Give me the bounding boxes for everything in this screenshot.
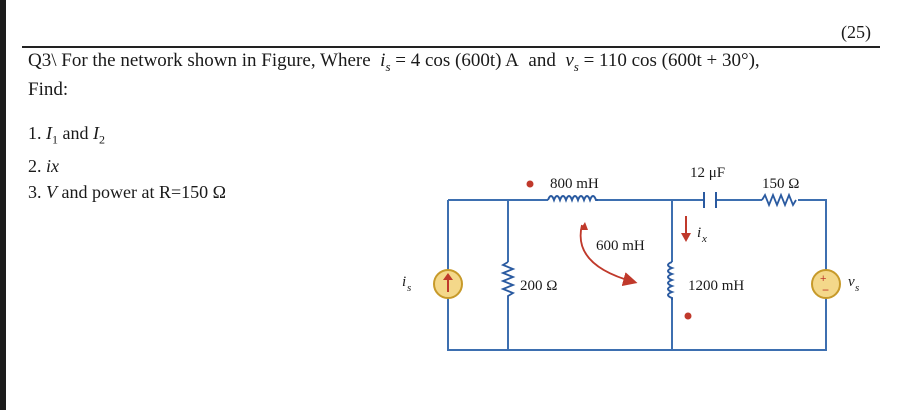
current-source-label: i [402, 274, 406, 290]
ix-label-sub: x [701, 233, 707, 245]
task-text: and power at R=150 Ω [61, 181, 227, 202]
current-source [433, 269, 463, 299]
task-item-1: 1. I1 and I2 [28, 120, 226, 153]
voltage-source-symbol: v [565, 50, 574, 71]
ix-current-arrow [681, 216, 691, 242]
capacitor-label: 12 μF [690, 165, 725, 181]
resistor-150-label: 150 Ω [762, 176, 799, 192]
current-source-label-sub: s [407, 282, 411, 294]
inductor-800mh [547, 195, 598, 203]
inductor-1200mh [667, 261, 675, 300]
voltage-source: + − [811, 269, 841, 299]
voltage-source-expression: = 110 cos (600t + 30°), [583, 50, 760, 71]
task-text: ix [46, 155, 59, 176]
current-source-symbol: i [380, 50, 386, 71]
task-number: 1. [28, 123, 42, 143]
svg-text:−: − [822, 283, 829, 297]
task-item-3: 3. V and power at R=150 Ω [28, 179, 226, 205]
voltage-source-label-sub: s [855, 282, 859, 294]
task-number: 3. [28, 181, 42, 202]
svg-text:+: + [820, 273, 826, 285]
question-divider [22, 46, 880, 48]
and-word: and [528, 50, 556, 71]
dot-marker-l2 [684, 312, 692, 320]
resistor-150 [761, 192, 797, 208]
task-item-2: 2. ix [28, 153, 226, 179]
question-line-1: Q3\ For the network shown in Figure, Whe… [28, 49, 760, 78]
dot-marker-l1 [526, 180, 534, 188]
ix-label: i [697, 225, 701, 241]
question-marks: (25) [841, 22, 871, 42]
mutual-arrow-tail-head [580, 222, 588, 230]
circuit-wires [447, 199, 827, 351]
inductor-1200mh-label: 1200 mH [688, 278, 744, 294]
mutual-inductance-arrow [579, 224, 638, 287]
task-subscript: 1 [52, 132, 58, 147]
voltage-source-subscript: s [573, 58, 579, 74]
question-statement: Q3\ For the network shown in Figure, Whe… [28, 49, 760, 101]
question-prefix: Q3\ For the network shown in Figure, Whe… [28, 50, 371, 71]
question-line-2: Find: [28, 78, 69, 100]
capacitor-12uf [703, 192, 717, 208]
resistor-200 [500, 261, 516, 300]
task-text: and [62, 123, 89, 143]
voltage-source-label: v [848, 274, 855, 290]
task-symbol: V [46, 181, 57, 202]
task-symbol: I [46, 123, 52, 143]
inductor-800mh-label: 800 mH [550, 176, 599, 192]
task-symbol: I [93, 123, 99, 143]
page-left-border [0, 0, 6, 410]
task-list: 1. I1 and I2 2. ix 3. V and power at R=1… [28, 120, 226, 205]
current-source-expression: = 4 cos (600t) A [395, 50, 519, 71]
mutual-inductance-label: 600 mH [596, 238, 645, 254]
resistor-200-label: 200 Ω [520, 278, 557, 294]
task-subscript: 2 [99, 132, 105, 147]
task-number: 2. [28, 155, 42, 176]
current-source-subscript: s [385, 58, 391, 74]
